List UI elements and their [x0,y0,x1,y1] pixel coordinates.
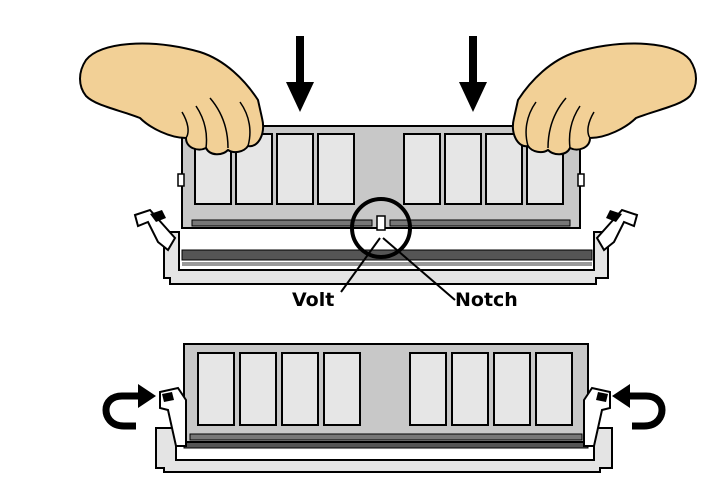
top-right-latch [595,208,639,252]
notch-label: Notch [455,289,518,311]
top-dimm-module [177,125,585,231]
bottom-dimm-module [183,343,589,443]
notch-circle-icon [350,197,412,259]
volt-pointer-line [340,237,381,293]
left-curved-arrow-icon [102,384,156,430]
notch-pointer-line [382,237,456,301]
left-hand-icon [79,42,264,156]
right-curved-arrow-icon [612,384,666,430]
left-down-arrow-icon [286,36,314,112]
volt-label: Volt [292,289,335,311]
right-down-arrow-icon [459,36,487,112]
bottom-left-latch [159,386,187,447]
top-left-latch [133,208,177,252]
right-hand-icon [512,42,697,156]
bottom-right-latch [583,386,611,447]
